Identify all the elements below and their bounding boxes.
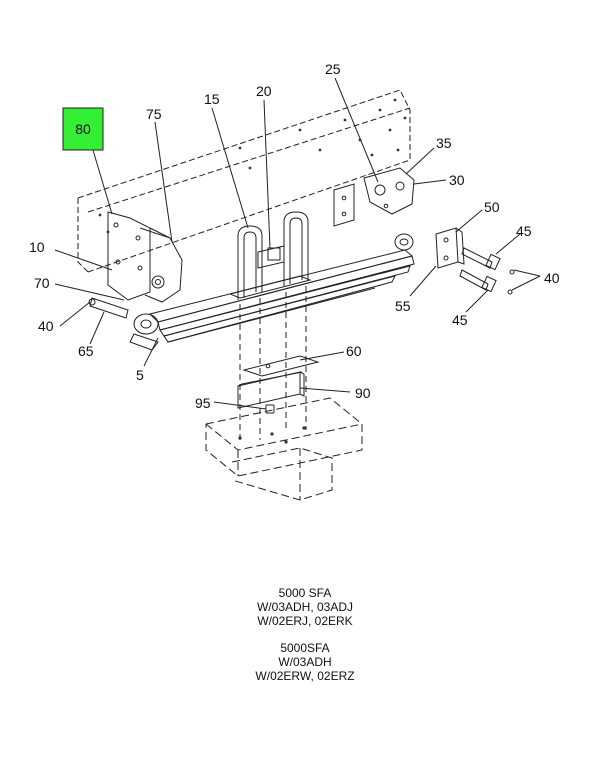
axle-holes [238,426,306,444]
callout-35: 35 [436,135,452,151]
callout-15: 15 [204,91,220,107]
callout-80: 80 [75,121,91,137]
callout-50: 50 [484,199,500,215]
callout-10: 10 [29,239,45,255]
applicability-caption-1: 5000 SFA W/03ADH, 03ADJ W/02ERJ, 02ERK [0,586,610,628]
callout-90: 90 [355,385,371,401]
caption-2-line-3: W/02ERW, 02ERZ [255,669,355,683]
callout-40-left: 40 [38,318,54,334]
leaf-spring-pack [129,249,415,351]
caption-2-line-2: W/03ADH [278,655,332,669]
shackle [435,227,465,269]
applicability-caption-2: 5000SFA W/03ADH W/02ERW, 02ERZ [0,641,610,683]
caption-2-line-1: 5000SFA [280,641,330,655]
callout-70: 70 [34,275,50,291]
callout-95: 95 [195,395,211,411]
callout-55: 55 [395,298,411,314]
leader-lines [54,77,541,410]
frame-rail-holes [98,98,407,234]
callout-30: 30 [449,172,465,188]
frame-rail [77,89,411,273]
axle-block [237,371,305,409]
spacer-plate [242,355,320,377]
callout-40-right: 40 [544,270,560,286]
callout-45-bottom: 45 [452,312,468,328]
callout-45-top: 45 [516,223,532,239]
callout-75: 75 [146,106,162,122]
callout-80-highlight [62,107,104,151]
shackle-pins [459,247,515,295]
caption-1-line-2: W/03ADH, 03ADJ [256,600,354,614]
caption-1-line-3: W/02ERJ, 02ERK [257,614,353,628]
axle-phantom [205,397,363,501]
callout-20: 20 [256,83,272,99]
caption-1-line-1: 5000 SFA [278,586,332,600]
spring-seat [228,245,312,299]
callout-25: 25 [325,61,341,77]
front-spring-hanger [107,211,183,303]
callout-65: 65 [78,343,94,359]
front-spring-pin [88,297,159,335]
callout-60: 60 [346,343,362,359]
rear-bushing [394,233,414,251]
rear-spring-hanger [333,167,415,227]
dowel-pin [265,404,275,414]
u-bolts [237,211,309,300]
callout-5: 5 [136,367,144,383]
